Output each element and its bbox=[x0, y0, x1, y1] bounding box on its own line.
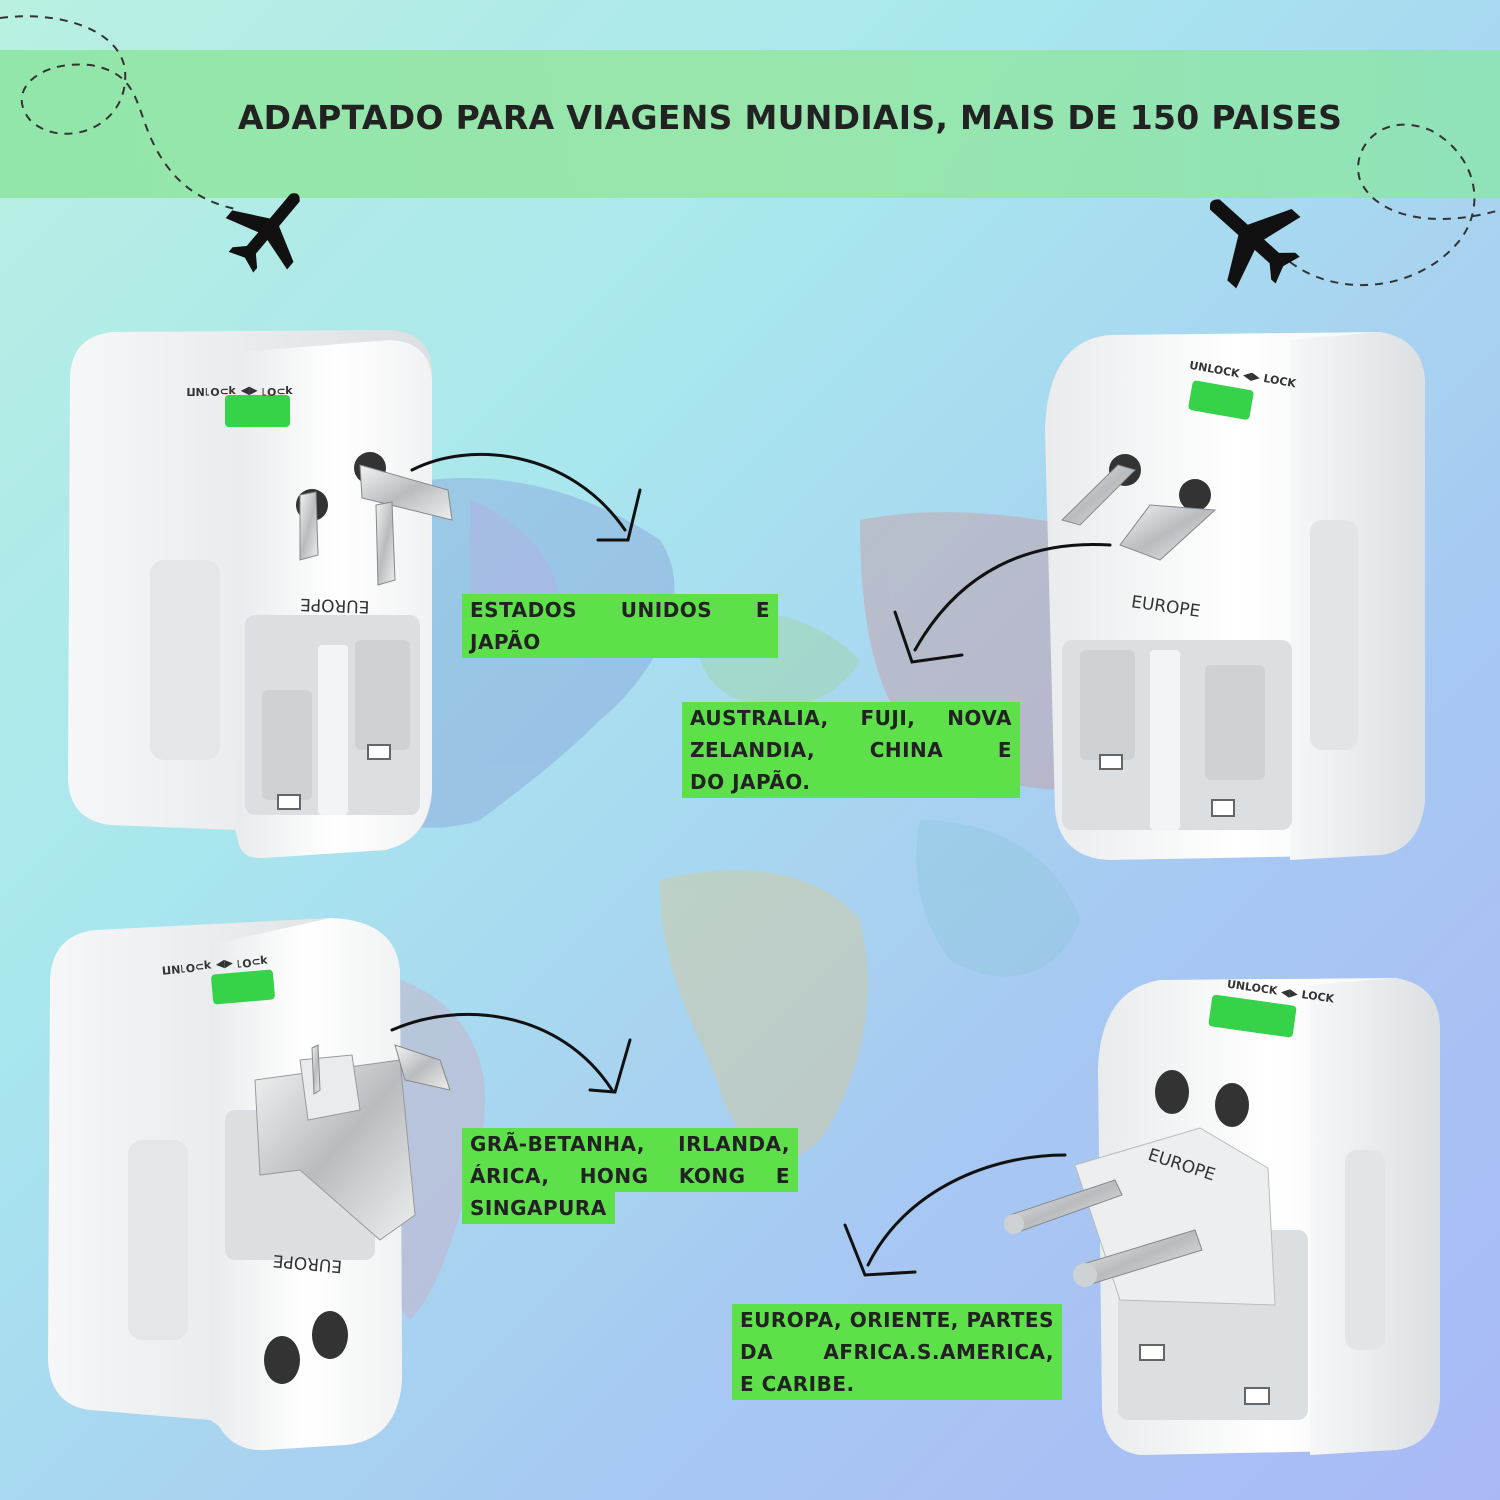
svg-text:ʞ⊃O˥ ◀▶ ʞ⊃O˥NΠ: ʞ⊃O˥ ◀▶ ʞ⊃O˥NΠ bbox=[186, 385, 293, 398]
adapter-uk: ʞ⊃O˥ ◀▶ ʞ⊃O˥NΠ EUROPE bbox=[48, 918, 451, 1451]
page-title: ADAPTADO PARA VIAGENS MUNDIAIS, MAIS DE … bbox=[237, 98, 1343, 137]
arrow-2 bbox=[913, 542, 1112, 652]
title-banner bbox=[0, 50, 1500, 198]
arrow-1 bbox=[410, 453, 627, 532]
europe-text: EUROPE bbox=[300, 594, 370, 616]
lock-slider bbox=[1208, 994, 1297, 1038]
dashed-flight-path bbox=[0, 15, 241, 211]
label-uk: GRÃ-BETANHA, IRLANDA, ÁRICA, HONG KONG E bbox=[462, 1128, 798, 1192]
lock-slider bbox=[1188, 380, 1254, 420]
lock-slider bbox=[225, 395, 290, 427]
label-us-japan: ESTADOS UNIDOS E JAPÃO bbox=[462, 594, 778, 658]
arrows bbox=[390, 453, 1112, 1277]
airplane-icon bbox=[225, 193, 300, 273]
arrow-3 bbox=[390, 1013, 614, 1092]
airplane-icon bbox=[1209, 199, 1301, 289]
label-australia-last: DO JAPÃO. bbox=[682, 766, 819, 798]
arrow-4 bbox=[866, 1153, 1067, 1267]
label-europe-last: E CARIBE. bbox=[732, 1368, 863, 1400]
adapter-au: UNLOCK ◀▶ LOCK EUROPE bbox=[1045, 332, 1425, 860]
adapter-us: ʞ⊃O˥ ◀▶ ʞ⊃O˥NΠ EUROPE bbox=[68, 330, 453, 858]
adapter-eu: UNLOCK ◀▶ LOCK EUROPE bbox=[1004, 978, 1440, 1455]
label-uk-last: SINGAPURA bbox=[462, 1192, 615, 1224]
lock-slider bbox=[211, 969, 275, 1005]
